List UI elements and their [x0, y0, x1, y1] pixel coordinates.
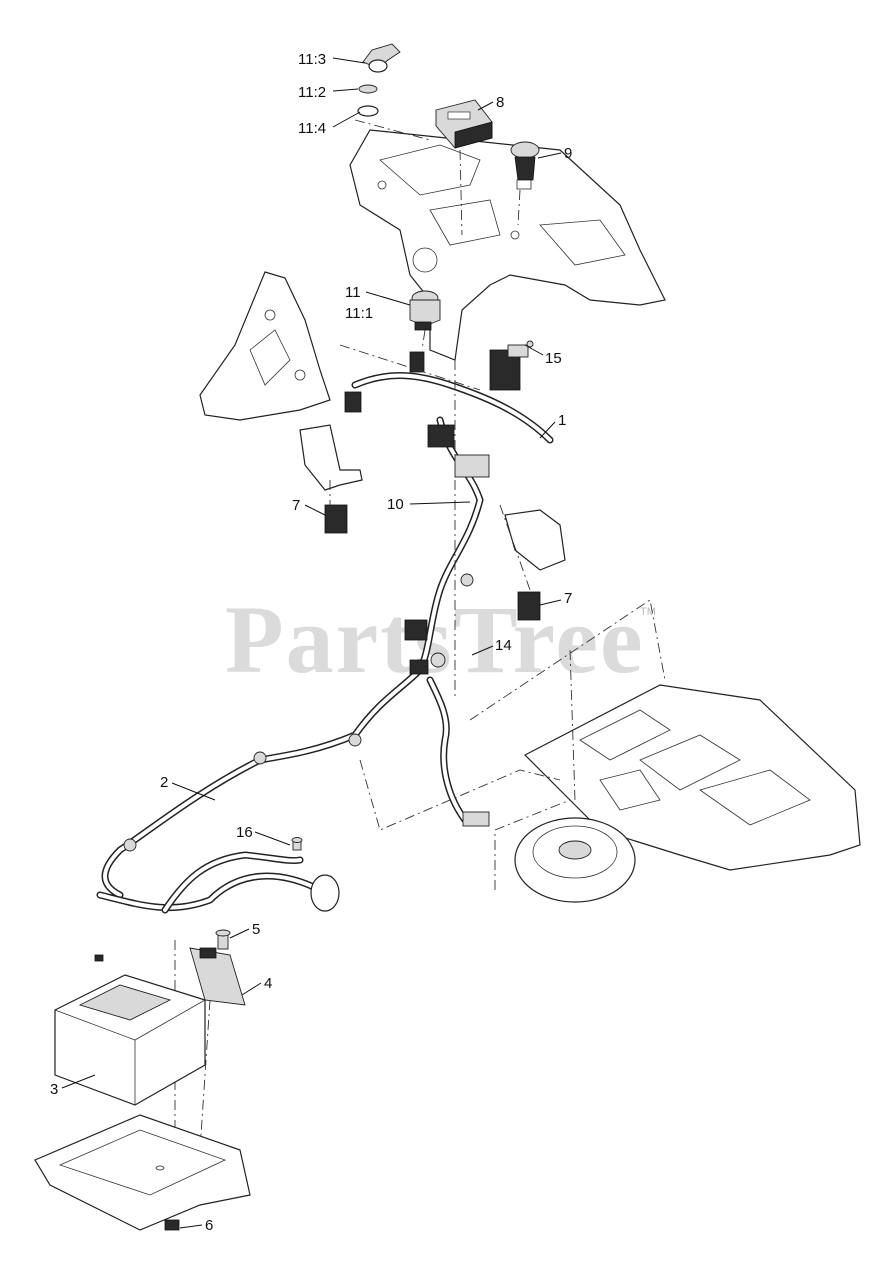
ignition-washer: [357, 105, 379, 117]
relay: [489, 340, 534, 391]
pto-switch: [510, 141, 540, 190]
terminal-bolt: [291, 837, 303, 851]
label-11: 11: [345, 284, 361, 301]
ignition-key: [362, 43, 401, 73]
battery-hold-down: [189, 947, 246, 1006]
label-5: 5: [252, 921, 260, 938]
label-7-right: 7: [564, 590, 572, 607]
label-11-3: 11:3: [298, 51, 326, 68]
label-8: 8: [496, 94, 504, 111]
seat-switch-right: [504, 509, 566, 621]
label-1: 1: [558, 412, 566, 429]
pto-clutch: [514, 817, 636, 903]
chassis-plate: [523, 684, 861, 871]
ignition-nut: [358, 84, 378, 94]
seat-switch-left: [299, 424, 363, 534]
watermark-trademark: TM: [640, 606, 656, 618]
tray-clip: [164, 1219, 180, 1231]
label-16: 16: [236, 824, 253, 841]
label-11-1: 11:1: [345, 305, 373, 322]
part-labels: 11:3 11:2 11:4 8 9 11 11:1 15 1 7 10 7 1…: [50, 51, 572, 1234]
label-11-4: 11:4: [298, 120, 326, 137]
wiring-harness: [96, 351, 554, 914]
label-10: 10: [387, 496, 404, 513]
hold-down-bolt: [215, 929, 231, 950]
label-4: 4: [264, 975, 272, 992]
label-14: 14: [495, 637, 512, 654]
left-seat-bracket: [199, 271, 331, 421]
label-3: 3: [50, 1081, 58, 1098]
assembly-lines: [169, 119, 666, 1215]
label-15: 15: [545, 350, 562, 367]
label-9: 9: [564, 145, 572, 162]
battery-tray: [34, 1114, 251, 1231]
label-11-2: 11:2: [298, 84, 326, 101]
leader-lines: [61, 57, 562, 1229]
label-2: 2: [160, 774, 168, 791]
label-6: 6: [205, 1217, 213, 1234]
battery: [54, 954, 206, 1106]
hour-meter: [435, 99, 493, 149]
label-7-left: 7: [292, 497, 300, 514]
ignition-switch: [409, 290, 441, 331]
console-panel: [349, 129, 666, 361]
